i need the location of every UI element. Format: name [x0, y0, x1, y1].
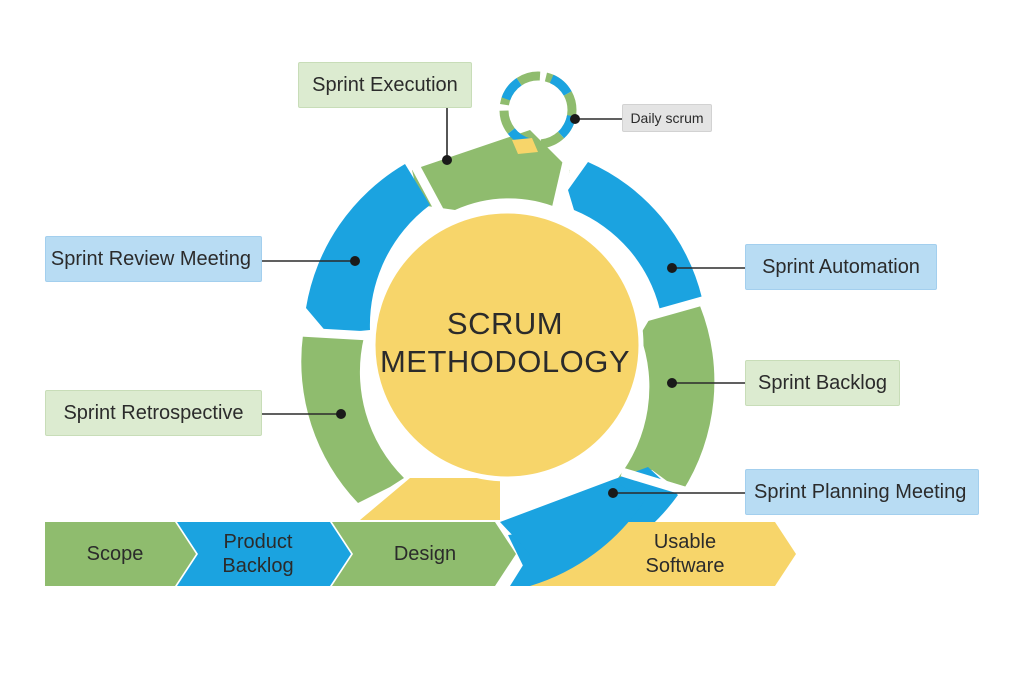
center-title: SCRUM METHODOLOGY	[380, 295, 630, 390]
label-daily-scrum: Daily scrum	[622, 104, 712, 132]
flow-label-usable-software: Usable Software	[625, 522, 745, 586]
label-sprint-retrospective: Sprint Retrospective	[45, 390, 262, 436]
flow-label-scope: Scope	[55, 522, 175, 586]
label-sprint-planning-meeting: Sprint Planning Meeting	[745, 469, 979, 515]
daily-scrum-loop	[499, 71, 577, 149]
center-circle	[370, 208, 644, 482]
flow-label-usable-software-line2: Software	[645, 555, 725, 577]
connector-lines	[262, 108, 745, 494]
daily-scrum-connector	[512, 138, 538, 154]
connector-dots	[336, 114, 677, 498]
yellow-feed-wedge	[360, 478, 500, 520]
ring-segment-sprint-automation	[568, 162, 702, 310]
label-sprint-backlog: Sprint Backlog	[745, 360, 900, 406]
flow-arrow-design	[332, 522, 516, 586]
flow-label-product-backlog: Product Backlog	[198, 522, 318, 586]
flow-label-usable-software-line1: Usable	[653, 531, 717, 553]
label-sprint-automation: Sprint Automation	[745, 244, 937, 290]
ring-segment-sprint-review	[306, 164, 430, 334]
ring-segment-sprint-backlog	[618, 306, 715, 492]
center-title-line2: METHODOLOGY	[379, 343, 631, 379]
flow-arrow-product-backlog	[177, 522, 351, 586]
flow-arrow-sprint-planning-sweep	[500, 480, 645, 586]
flow-label-design-text: Design	[393, 543, 457, 565]
flow-label-product-backlog-line1: Product	[223, 531, 293, 553]
flow-label-product-backlog-line2: Backlog	[222, 555, 294, 577]
flow-label-scope-text: Scope	[86, 543, 144, 565]
flow-arrow-scope	[45, 522, 196, 586]
label-sprint-execution: Sprint Execution	[298, 62, 472, 108]
label-sprint-review-meeting: Sprint Review Meeting	[45, 236, 262, 282]
flow-label-design: Design	[360, 522, 490, 586]
center-title-line1: SCRUM	[446, 305, 564, 341]
segment-separators	[299, 156, 708, 497]
ring-segment-sprint-retrospective	[301, 335, 404, 503]
